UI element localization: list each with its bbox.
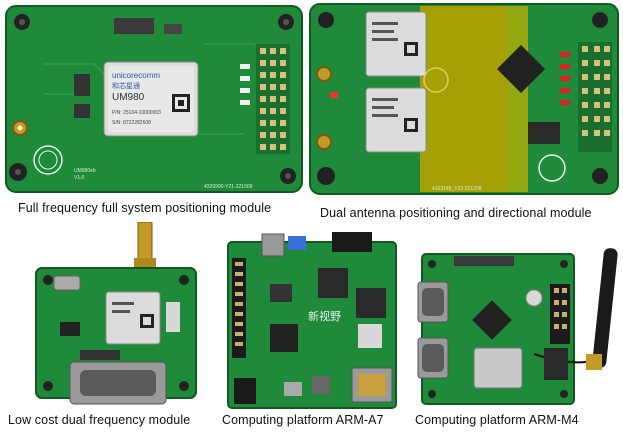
arm-a7-board-photo: 新视野 — [222, 228, 402, 410]
dual-antenna-board-photo: 4163148_Y22-221208 — [308, 2, 620, 196]
chip-model-text: UM980 — [112, 92, 145, 103]
full-frequency-board-photo: unicorecomm 和芯星通 UM980 P/N: 25104-100000… — [4, 4, 304, 194]
board-serial-text: 4326990-Y21-221009 — [204, 184, 253, 190]
chip-brand-text: unicorecomm — [112, 71, 160, 80]
arm-m4-board-photo — [414, 244, 620, 410]
board-model-text: UM980eb — [74, 168, 96, 174]
caption-full-frequency: Full frequency full system positioning m… — [18, 201, 272, 215]
panel-arm-m4 — [414, 244, 620, 410]
panel-dual-antenna-module: 4163148_Y22-221208 — [308, 2, 620, 196]
panel-low-cost-module — [30, 221, 202, 410]
caption-arm-m4: Computing platform ARM-M4 — [415, 413, 579, 427]
chip-brand-cn-text: 和芯星通 — [112, 81, 140, 90]
low-cost-board-photo — [30, 221, 202, 410]
chip-sn-text: S/N: 8722282608 — [112, 120, 151, 126]
caption-low-cost: Low cost dual frequency module — [8, 413, 191, 427]
pin-header — [256, 44, 290, 154]
a7-board-logo-text: 新视野 — [308, 309, 341, 323]
caption-dual-antenna: Dual antenna positioning and directional… — [320, 206, 592, 220]
panel-full-frequency-module: unicorecomm 和芯星通 UM980 P/N: 25104-100000… — [4, 4, 304, 194]
dual-board-serial-text: 4163148_Y22-221208 — [432, 186, 482, 192]
chip-pn-text: P/N: 25104-10000003 — [112, 110, 161, 116]
seal-logo — [33, 145, 63, 175]
panel-arm-a7: 新视野 — [222, 228, 402, 410]
board-version-text: V1.0 — [74, 175, 85, 181]
caption-arm-a7: Computing platform ARM-A7 — [222, 413, 384, 427]
